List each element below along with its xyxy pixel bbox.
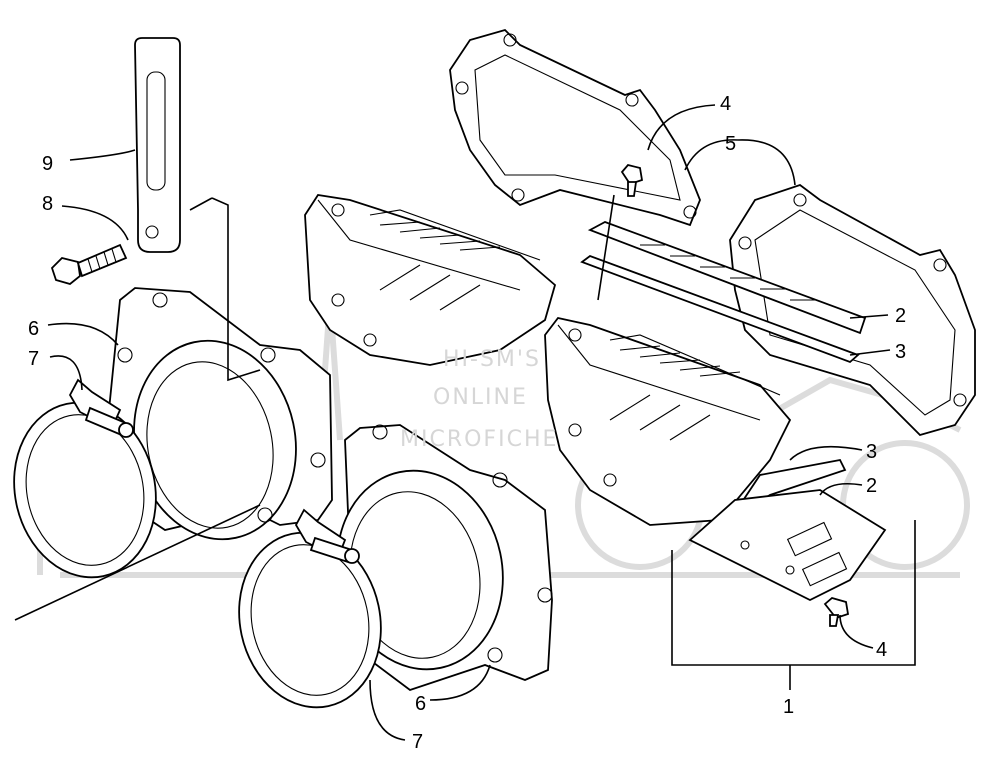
part-2-3-reed-lower xyxy=(688,458,887,602)
callout-9: 9 xyxy=(42,153,53,175)
callout-8: 8 xyxy=(42,193,53,215)
callout-4-lower: 4 xyxy=(876,639,887,661)
watermark-text: HI-SM'S ONLINE MICROFICHE xyxy=(400,347,558,452)
watermark-line-3: MICROFICHE xyxy=(400,427,558,452)
callout-3-lower: 3 xyxy=(866,441,877,463)
callout-3-upper: 3 xyxy=(895,341,906,363)
part-4-screw-upper xyxy=(620,163,644,197)
reed-block-upper xyxy=(304,194,557,366)
part-5-gasket-upper xyxy=(449,28,701,227)
part-4-screw-lower xyxy=(823,597,850,627)
part-7-upper-clamp xyxy=(13,378,157,579)
callout-6-upper: 6 xyxy=(28,318,39,340)
part-6-upper-flange xyxy=(107,287,333,541)
callout-1: 1 xyxy=(783,696,794,718)
part-5-gasket-lower xyxy=(729,183,976,437)
callout-5: 5 xyxy=(725,133,736,155)
callout-7-upper: 7 xyxy=(28,348,39,370)
part-8-bolt xyxy=(50,243,128,285)
leader-lines xyxy=(14,104,916,741)
part-7-lower-clamp xyxy=(238,508,382,709)
part-2-3-reed-upper xyxy=(580,221,867,364)
callout-4-upper: 4 xyxy=(720,93,731,115)
part-9-bracket xyxy=(134,37,181,253)
callout-6-lower: 6 xyxy=(415,693,426,715)
callout-2-lower: 2 xyxy=(866,475,877,497)
reed-block-lower xyxy=(544,316,792,526)
callout-2-upper: 2 xyxy=(895,305,906,327)
watermark-line-1: HI-SM'S xyxy=(443,347,541,372)
callout-7-lower: 7 xyxy=(412,731,423,753)
watermark-line-2: ONLINE xyxy=(433,385,528,410)
callout-labels: 9 8 6 7 4 5 2 3 3 2 4 6 7 1 xyxy=(28,93,906,753)
